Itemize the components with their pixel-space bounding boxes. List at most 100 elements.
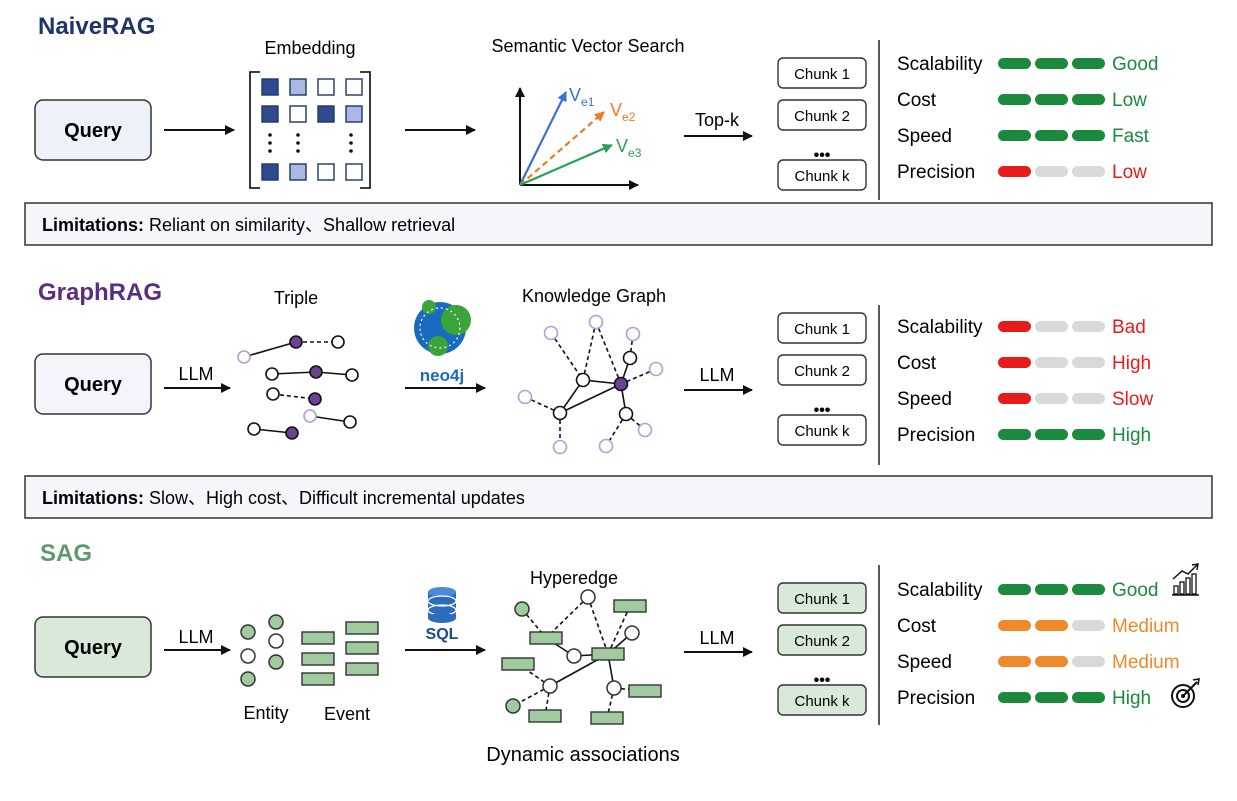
matrix-cell	[289, 78, 307, 96]
matrix-cell	[345, 163, 363, 181]
sql-database-icon: SQL	[426, 587, 459, 643]
hyperedge-event-node	[590, 711, 624, 725]
chunk-label: Chunk 1	[794, 591, 850, 608]
metric-level-pill	[1035, 429, 1068, 440]
naive-query-label: Query	[64, 120, 123, 142]
metric-name: Cost	[897, 353, 937, 374]
topk-label: Top-k	[695, 110, 740, 130]
vector-e2	[519, 111, 605, 186]
metric-level-pill	[998, 429, 1031, 440]
entity-event-set	[240, 614, 379, 687]
metric-name: Speed	[897, 126, 952, 147]
hyperedge-entity-node	[542, 678, 558, 694]
sag-query-box	[34, 616, 152, 678]
neo4j-logo: neo4j	[414, 300, 471, 385]
matrix-ellipsis-dot	[268, 133, 272, 137]
metric-level-pill	[998, 656, 1031, 667]
metric-value: High	[1112, 353, 1151, 374]
metric-value: Good	[1112, 54, 1158, 75]
matrix-cell	[289, 163, 307, 181]
bar-chart-growth-icon	[1172, 563, 1199, 596]
metric-level-pill	[1035, 692, 1068, 703]
sag-llm-label-1: LLM	[178, 627, 213, 647]
chunk-box	[777, 684, 867, 716]
chunk-box	[777, 312, 867, 344]
metric-level-pill	[1072, 656, 1105, 667]
metric-level-pill	[998, 620, 1031, 631]
metric-level-pill	[1035, 94, 1068, 105]
chunk-label: Chunk 1	[794, 66, 850, 83]
knowledge-graph-label: Knowledge Graph	[522, 286, 666, 306]
matrix-ellipsis-dot	[296, 133, 300, 137]
metric-name: Cost	[897, 90, 937, 111]
triple-node	[247, 422, 261, 436]
metric-name: Scalability	[897, 317, 983, 338]
hyperedge-entity-node	[606, 680, 622, 696]
naive-query-box	[34, 99, 152, 161]
entity-node	[268, 614, 284, 630]
entity-label: Entity	[243, 703, 288, 723]
metric-level-pill	[998, 357, 1031, 368]
chunk-label: Chunk k	[794, 693, 850, 710]
metric-level-pill	[1072, 166, 1105, 177]
metric-level-pill	[1035, 620, 1068, 631]
metric-level-pill	[1035, 584, 1068, 595]
chunk-box	[777, 159, 867, 191]
metric-level-pill	[998, 130, 1031, 141]
kg-node	[552, 405, 568, 421]
triple-edge	[271, 371, 317, 375]
hyperedge-event-node	[613, 599, 647, 613]
event-block	[301, 672, 335, 686]
matrix-cell	[261, 78, 279, 96]
metric-value: Slow	[1112, 389, 1153, 410]
hyperedge-link	[606, 687, 615, 719]
kg-edge	[582, 321, 597, 381]
kg-node	[618, 406, 634, 422]
metric-value: High	[1112, 688, 1151, 709]
kg-edge	[550, 332, 584, 381]
graph-rag-title: GraphRAG	[38, 279, 162, 306]
metric-level-pill	[1072, 130, 1105, 141]
metric-name: Speed	[897, 652, 952, 673]
triple-node	[308, 392, 322, 406]
hyperedge-graph	[501, 589, 662, 725]
chunk-ellipsis: •••	[814, 147, 831, 164]
entity-node	[240, 624, 256, 640]
knowledge-graph	[517, 314, 664, 455]
hyperedge-link	[607, 605, 631, 655]
matrix-ellipsis-dot	[349, 149, 353, 153]
metric-level-pill	[1072, 620, 1105, 631]
event-block	[301, 652, 335, 666]
triple-node	[331, 335, 345, 349]
hyperedge-entity-node	[514, 601, 530, 617]
graph-query-label: Query	[64, 374, 123, 396]
metric-name: Speed	[897, 389, 952, 410]
kg-node	[517, 389, 533, 405]
hyperedge-link	[587, 596, 609, 655]
chunk-label: Chunk 2	[794, 363, 850, 380]
metric-name: Scalability	[897, 54, 983, 75]
kg-node	[625, 326, 641, 342]
graph-llm-label-2: LLM	[699, 365, 734, 385]
metric-name: Scalability	[897, 580, 983, 601]
triple-node	[343, 415, 357, 429]
vector-e2-label: Ve2	[610, 100, 636, 124]
triple-node	[309, 365, 323, 379]
metric-level-pill	[998, 166, 1031, 177]
kg-node	[648, 361, 664, 377]
kg-edge	[595, 321, 622, 385]
event-block	[345, 621, 379, 635]
metric-level-pill	[1035, 357, 1068, 368]
triple-pairs	[237, 335, 359, 440]
metric-level-pill	[1072, 58, 1105, 69]
entity-node-empty	[268, 633, 284, 649]
sag-query-label: Query	[64, 637, 123, 659]
metric-level-pill	[1035, 166, 1068, 177]
dynamic-associations-label: Dynamic associations	[486, 744, 679, 766]
chunk-label: Chunk 2	[794, 108, 850, 125]
naive-limitations-box	[24, 202, 1213, 246]
metric-level-pill	[998, 321, 1031, 332]
